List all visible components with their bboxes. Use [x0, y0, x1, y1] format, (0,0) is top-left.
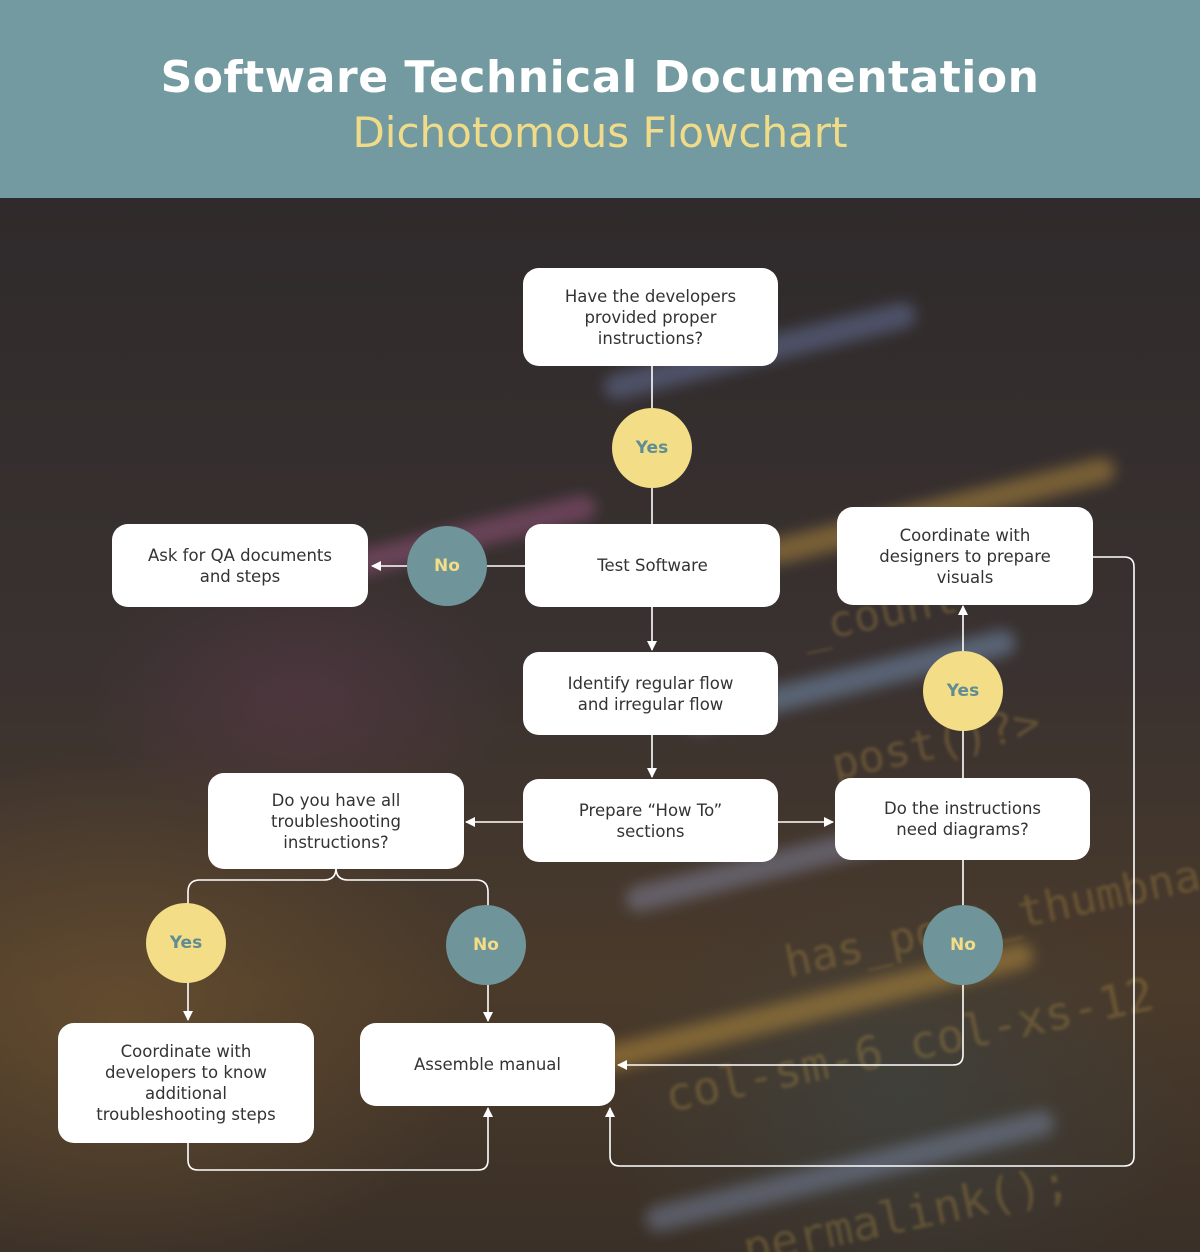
node-diagrams-question: Do the instructions need diagrams?	[835, 778, 1090, 860]
node-ask-qa-documents: Ask for QA documents and steps	[112, 524, 368, 607]
decision-yes: Yes	[923, 651, 1003, 731]
connector-diagrams-no	[617, 860, 964, 1070]
connector-devs-assemble	[187, 1107, 493, 1171]
decision-no: No	[923, 905, 1003, 985]
node-developers-instructions-question: Have the developers provided proper inst…	[523, 268, 778, 366]
node-troubleshooting-question: Do you have all troubleshooting instruct…	[208, 773, 464, 869]
header-banner: Software Technical Documentation Dichoto…	[0, 0, 1200, 198]
decision-yes: Yes	[146, 903, 226, 983]
connector-designers-assemble	[605, 556, 1135, 1167]
node-test-software: Test Software	[525, 524, 780, 607]
decision-yes: Yes	[612, 408, 692, 488]
page-title: Software Technical Documentation	[160, 52, 1040, 103]
decision-no: No	[446, 905, 526, 985]
node-coordinate-designers: Coordinate with designers to prepare vis…	[837, 507, 1093, 605]
node-assemble-manual: Assemble manual	[360, 1023, 615, 1106]
connector-troubleshooting-split	[183, 867, 337, 1021]
node-identify-flow: Identify regular flow and irregular flow	[523, 652, 778, 735]
node-prepare-howto: Prepare “How To” sections	[523, 779, 778, 862]
page-subtitle: Dichotomous Flowchart	[352, 108, 848, 157]
connector-troubleshooting-no	[335, 867, 493, 1022]
decision-no: No	[407, 526, 487, 606]
node-coordinate-developers: Coordinate with developers to know addit…	[58, 1023, 314, 1143]
